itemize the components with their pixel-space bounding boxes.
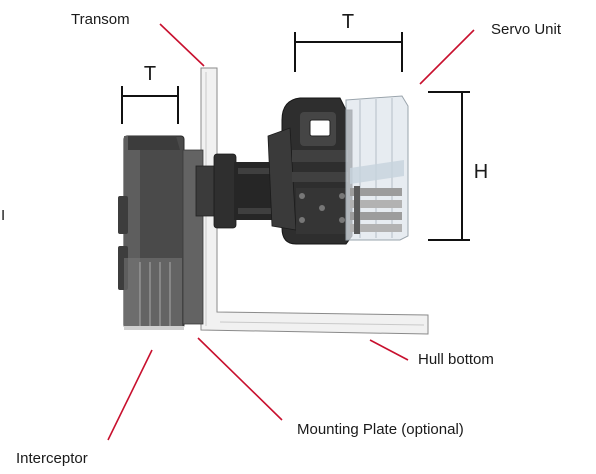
label-edge-mark: I: [1, 207, 5, 224]
dim-label-t-top: T: [342, 11, 354, 33]
interceptor-unit: [118, 135, 204, 330]
dimension-t-left: [121, 86, 179, 124]
label-mounting-plate: Mounting Plate (optional): [297, 421, 464, 438]
leader-hull-bottom: [369, 339, 409, 361]
leader-transom: [159, 23, 205, 67]
dimension-h: [428, 91, 470, 241]
dim-label-h: H: [474, 161, 488, 183]
label-hull-bottom: Hull bottom: [418, 351, 494, 368]
leader-interceptor: [107, 349, 153, 441]
leader-mounting-plate: [197, 337, 283, 421]
label-interceptor: Interceptor: [16, 450, 88, 467]
dimension-t-top: [294, 32, 403, 72]
label-servo-unit: Servo Unit: [491, 21, 562, 38]
dim-label-t-left: T: [144, 63, 156, 85]
plate-bottom-edge: [219, 321, 425, 326]
leader-servo-unit: [419, 29, 475, 85]
transom-and-hull-plate: [200, 67, 429, 335]
leader-lines: [107, 23, 475, 441]
label-transom: Transom: [71, 11, 130, 28]
servo-unit-body: [267, 95, 409, 245]
